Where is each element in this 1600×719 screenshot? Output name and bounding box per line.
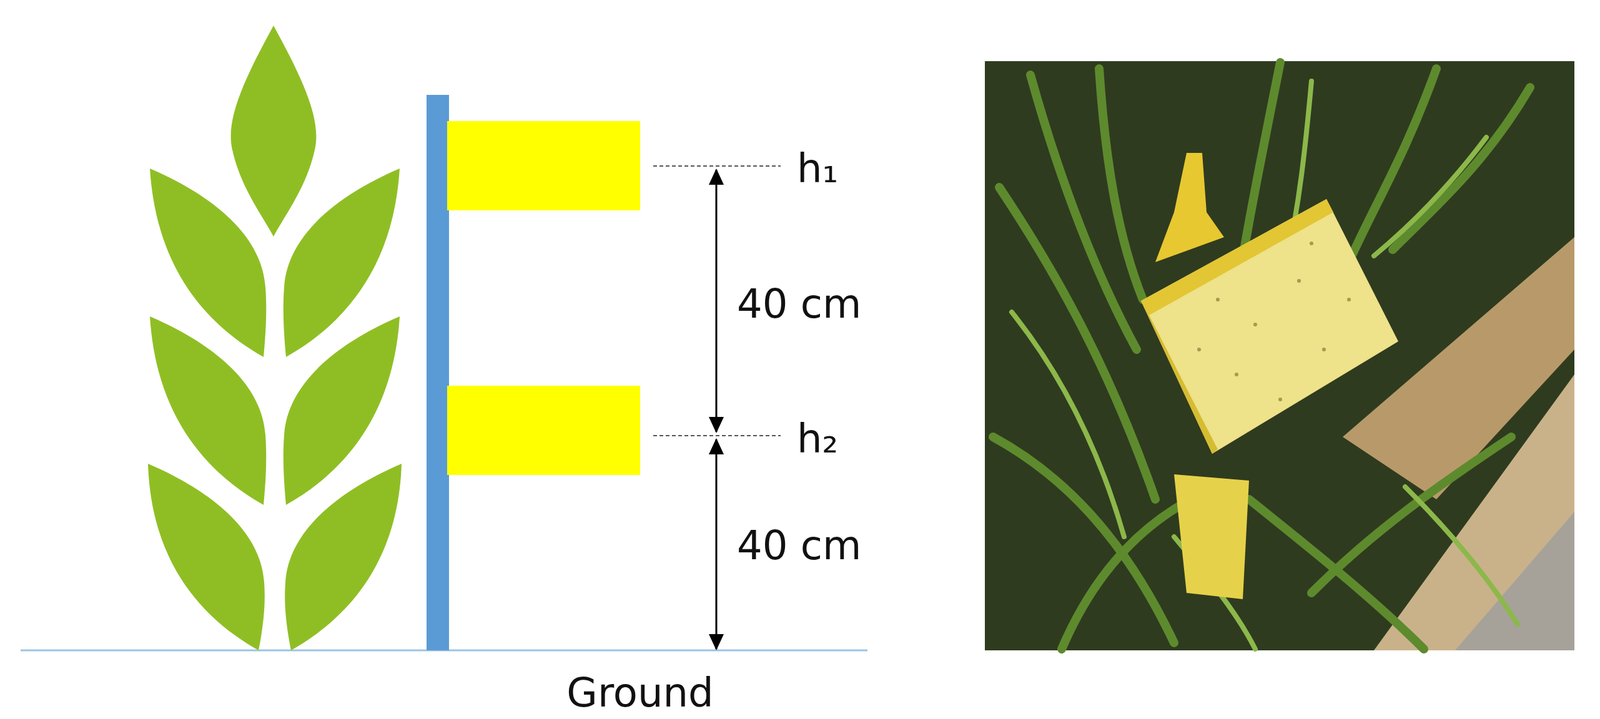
ground-label: Ground [563,671,716,716]
dimension-arrow [715,169,718,433]
reference-line [653,435,781,437]
yellow-trap [447,385,641,476]
dimension-label: 40 cm [734,523,864,568]
field-photo [984,61,1575,651]
height-label: h₁ [794,146,841,191]
pole [426,94,450,651]
dimension-label: 40 cm [734,282,864,326]
reference-line [653,165,781,167]
height-label: h₂ [794,417,841,461]
dimension-arrow [715,439,718,650]
yellow-trap [447,121,641,211]
plant-icon [148,25,402,651]
